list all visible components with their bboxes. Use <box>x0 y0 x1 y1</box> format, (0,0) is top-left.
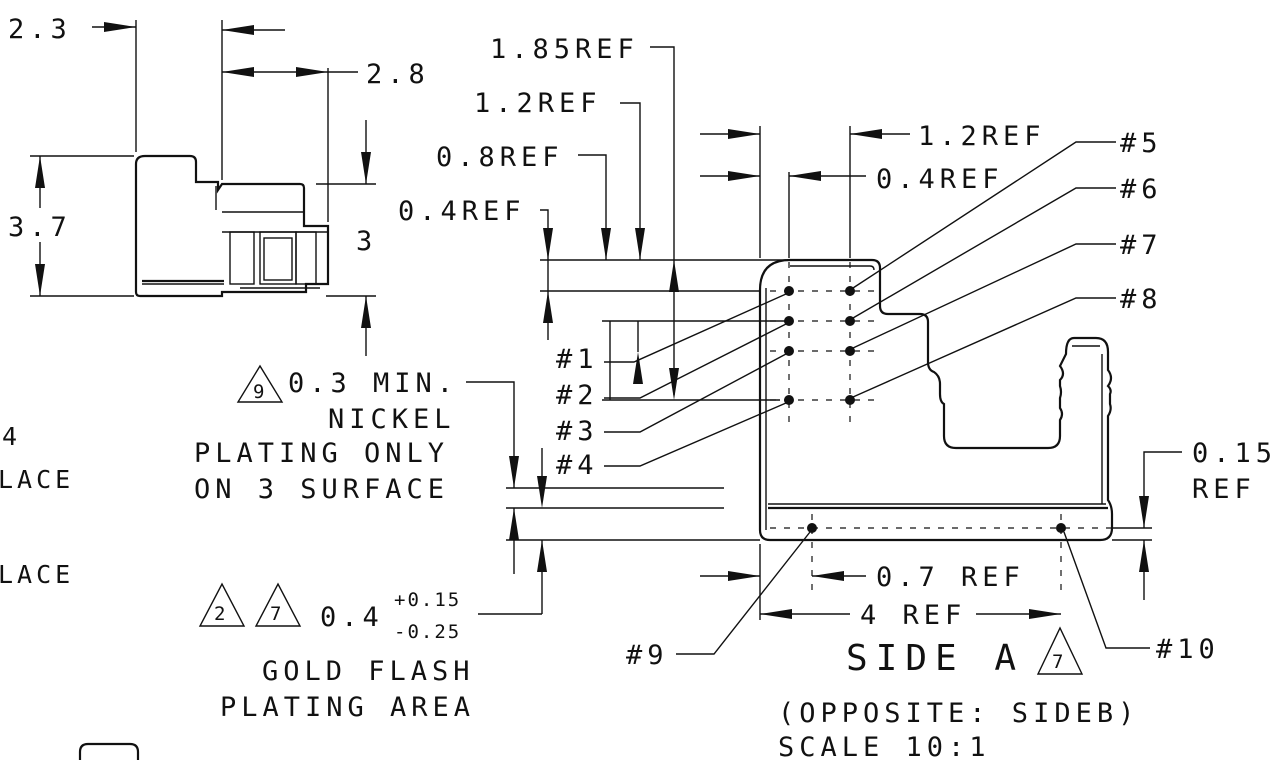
dim-0-4-ref-left: 0.4REF <box>398 196 526 227</box>
clipped-text-3: LACE <box>0 560 74 589</box>
flag-triangle-9 <box>236 364 284 403</box>
gold-dim-base: 0.4 <box>320 602 384 633</box>
label-point-9: #9 <box>626 640 669 671</box>
dim-1-85-ref: 1.85REF <box>490 34 639 65</box>
dim-2-8: 2.8 <box>366 59 430 90</box>
side-a-view: 1.85REF 1.2REF 0.8REF 0.4REF 1.2REF <box>194 34 1275 760</box>
test-point-4 <box>784 395 794 405</box>
dim-2-3: 2.3 <box>8 14 72 45</box>
arrow <box>104 22 136 32</box>
flag-7b: 7 <box>1052 651 1065 673</box>
label-point-7: #7 <box>1120 230 1163 261</box>
label-point-1: #1 <box>556 344 599 375</box>
test-point-10 <box>1056 523 1066 533</box>
label-point-5: #5 <box>1120 128 1163 159</box>
dim-1-2-ref-left: 1.2REF <box>474 88 602 119</box>
nickel-note-line-1: 0.3 MIN. <box>288 368 458 399</box>
test-point-6 <box>845 316 855 326</box>
gold-note-line-1: GOLD FLASH <box>262 656 475 687</box>
label-point-4: #4 <box>556 450 599 481</box>
view-subtitle: (OPPOSITE: SIDEB) <box>778 698 1139 729</box>
test-point-3 <box>784 346 794 356</box>
side-a-part-outline <box>758 258 1114 542</box>
gold-note-line-2: PLATING AREA <box>220 692 475 723</box>
label-point-6: #6 <box>1120 174 1163 205</box>
label-point-10: #10 <box>1156 634 1220 665</box>
label-point-3: #3 <box>556 416 599 447</box>
flag-triangle-2 <box>198 582 246 627</box>
test-point-9 <box>807 523 817 533</box>
dim-0-15: 0.15 <box>1192 438 1275 469</box>
flag-7a: 7 <box>270 603 283 625</box>
clipped-text-1: 4 <box>2 422 21 451</box>
view-scale: SCALE 10:1 <box>778 732 991 760</box>
flag-triangle-7a <box>254 582 302 627</box>
dim-0-15-ref: REF <box>1192 474 1256 505</box>
dim-0-4-ref-right: 0.4REF <box>876 164 1004 195</box>
dim-0-8-ref: 0.8REF <box>436 142 564 173</box>
nickel-note-line-3: PLATING ONLY <box>194 438 449 469</box>
partial-shape <box>78 742 140 760</box>
view-title: SIDE A <box>846 638 1024 679</box>
label-point-2: #2 <box>556 380 599 411</box>
flag-triangle-7b <box>1036 626 1084 675</box>
test-point-5 <box>845 286 855 296</box>
gold-dim-lower: -0.25 <box>394 621 461 643</box>
dim-3-7: 3.7 <box>8 212 72 243</box>
nickel-note-line-4: ON 3 SURFACE <box>194 474 449 505</box>
test-point-1 <box>784 286 794 296</box>
left-part-outline <box>134 154 330 298</box>
dim-3: 3 <box>356 226 377 257</box>
test-point-8 <box>845 395 855 405</box>
left-view: 2.3 2.8 3.7 3 4 LACE LACE <box>0 14 430 760</box>
dim-4-ref: 4 REF <box>860 600 966 631</box>
test-point-2 <box>784 316 794 326</box>
dim-0-7-ref: 0.7 REF <box>876 562 1025 593</box>
test-point-7 <box>845 346 855 356</box>
flag-2: 2 <box>214 603 227 625</box>
flag-9: 9 <box>253 381 266 403</box>
clipped-text-2: LACE <box>0 465 74 494</box>
nickel-note-line-2: NICKEL <box>328 404 456 435</box>
label-point-8: #8 <box>1120 284 1163 315</box>
dim-1-2-ref-right: 1.2REF <box>918 121 1046 152</box>
gold-dim-upper: +0.15 <box>394 589 461 611</box>
